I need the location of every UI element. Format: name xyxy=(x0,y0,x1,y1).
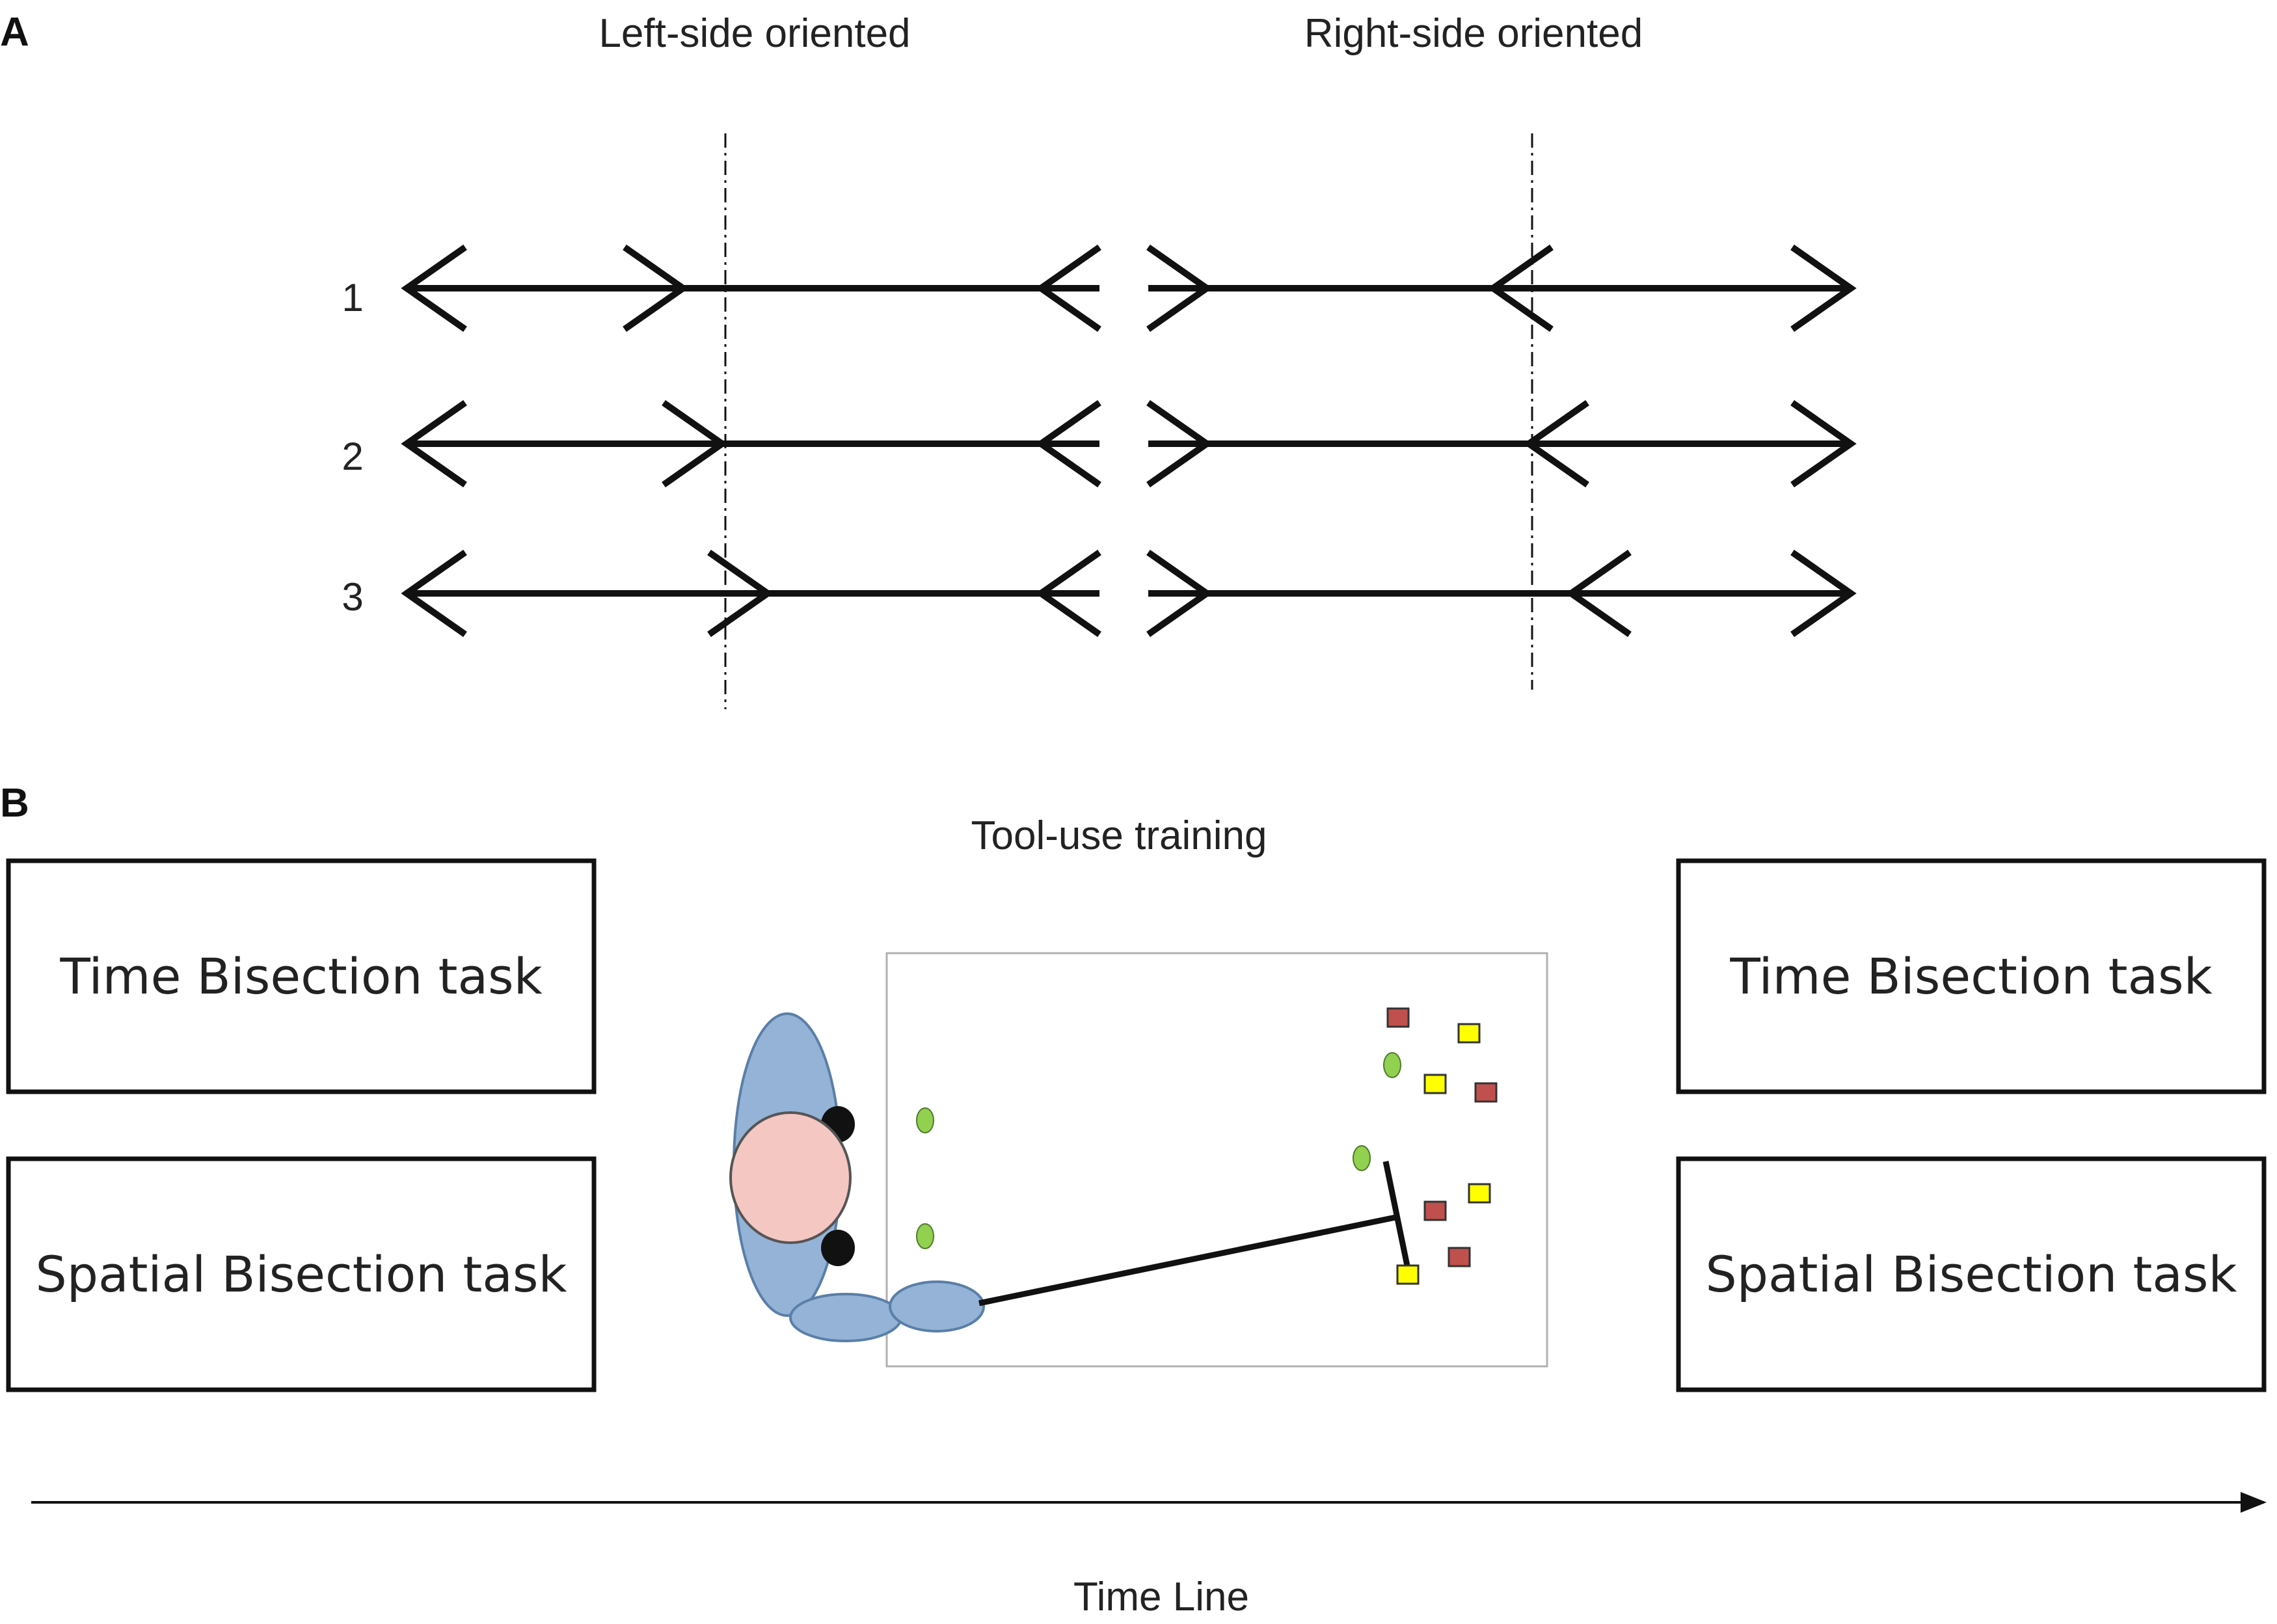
yellow-target xyxy=(1423,1074,1447,1094)
panel-b-label: B xyxy=(0,781,29,826)
panel-a-label: A xyxy=(0,10,29,55)
row-label-1: 1 xyxy=(342,276,363,319)
near-green-target xyxy=(916,1107,934,1133)
near-green-target xyxy=(916,1223,934,1249)
yellow-target xyxy=(1468,1183,1491,1204)
red-target xyxy=(1386,1007,1410,1028)
post-time-bisection-label: Time Bisection task xyxy=(1729,947,2212,1005)
red-target xyxy=(1474,1082,1498,1103)
training-title: Tool-use training xyxy=(971,813,1267,858)
forearm-shape xyxy=(889,1280,985,1333)
pre-spatial-bisection-label: Spatial Bisection task xyxy=(36,1245,567,1303)
yellow-target xyxy=(1396,1264,1420,1285)
red-target xyxy=(1448,1247,1471,1267)
right-oriented-header: Right-side oriented xyxy=(1304,11,1643,56)
far-green-target xyxy=(1383,1052,1401,1078)
participant-figure xyxy=(729,1012,985,1342)
rake-head xyxy=(1382,1161,1412,1273)
timeline-label: Time Line xyxy=(1073,1575,1249,1619)
muller-lyer-row-2-left xyxy=(401,399,1101,488)
pre-spatial-bisection-box xyxy=(6,1156,597,1392)
post-spatial-bisection-label: Spatial Bisection task xyxy=(1706,1245,2237,1303)
muller-lyer-row-3-left xyxy=(401,549,1101,638)
pre-time-bisection-label: Time Bisection task xyxy=(59,947,542,1005)
muller-lyer-row-1-left xyxy=(401,244,1101,332)
post-time-bisection-box xyxy=(1676,858,2267,1094)
muller-lyer-row-2-right xyxy=(1146,399,1857,488)
red-target xyxy=(1423,1200,1447,1221)
row-label-2: 2 xyxy=(342,435,363,478)
rake-tool xyxy=(978,1161,1412,1306)
rake-handle xyxy=(978,1213,1399,1306)
upper-arm-shape xyxy=(789,1293,902,1342)
training-targets xyxy=(916,1007,1498,1285)
ear-right xyxy=(821,1230,855,1266)
row-label-3: 3 xyxy=(342,575,363,619)
far-green-target xyxy=(1353,1145,1371,1171)
left-oriented-header: Left-side oriented xyxy=(599,11,910,56)
pre-time-bisection-box xyxy=(6,858,597,1094)
head-shape xyxy=(729,1111,852,1244)
post-spatial-bisection-box xyxy=(1676,1156,2267,1392)
yellow-target xyxy=(1457,1023,1481,1044)
muller-lyer-row-3-right xyxy=(1146,549,1857,638)
muller-lyer-row-1-right xyxy=(1146,244,1857,332)
